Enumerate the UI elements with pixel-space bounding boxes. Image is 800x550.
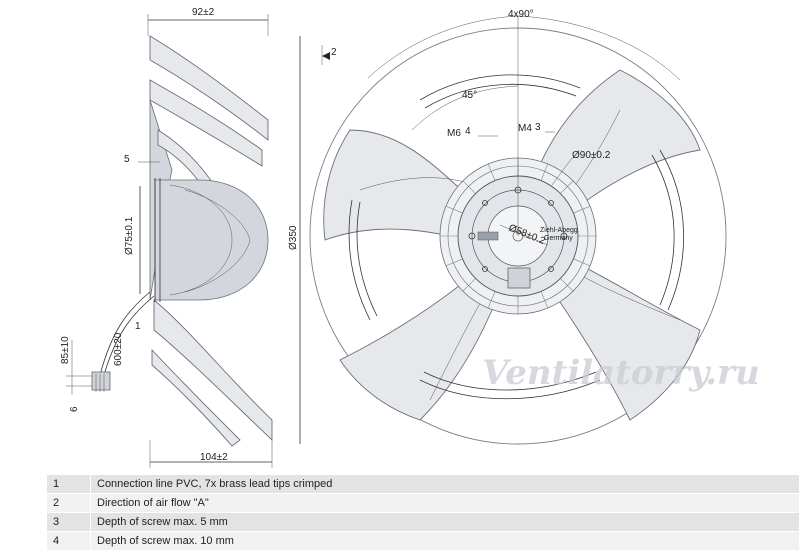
note-text: Direction of air flow "A" bbox=[90, 493, 799, 513]
note-number: 2 bbox=[47, 493, 91, 513]
callout-4: 4 bbox=[465, 126, 471, 137]
hub-rib bbox=[573, 205, 591, 214]
hub-rib bbox=[540, 163, 549, 181]
dim-offset-5: 5 bbox=[124, 154, 130, 165]
dim-width-top: 92±2 bbox=[192, 7, 215, 18]
dim-angle: 45° bbox=[462, 90, 477, 101]
callout-1: 1 bbox=[135, 321, 141, 332]
dim-offset-6: 6 bbox=[69, 406, 80, 412]
note-number: 1 bbox=[47, 474, 91, 494]
dim-bolt-circle-90: Ø90±0.2 bbox=[572, 150, 611, 161]
hub-rib bbox=[560, 278, 574, 292]
dim-cable-length: 600±20 bbox=[113, 332, 124, 366]
hub-rib bbox=[462, 180, 476, 194]
side-view: 92±2 5 Ø75±0.1 Ø350 600±20 1 bbox=[60, 7, 337, 468]
front-view: Ziehl-Abegg Germany Ø58±0.2 Ø90±0.2 4x90… bbox=[309, 9, 760, 445]
watermark: Ventilatorry.ru bbox=[482, 353, 760, 393]
dim-blade-spacing: 4x90° bbox=[508, 9, 534, 20]
notes-table: 1 Connection line PVC, 7x brass lead tip… bbox=[47, 474, 799, 550]
dim-thread-m6: M6 bbox=[447, 128, 461, 139]
hub-label-line2: Germany bbox=[544, 235, 573, 242]
callout-2: 2 bbox=[331, 47, 337, 58]
dim-cable-end: 85±10 bbox=[60, 336, 71, 364]
technical-drawing: 92±2 5 Ø75±0.1 Ø350 600±20 1 bbox=[60, 7, 760, 468]
hub-rib bbox=[462, 278, 476, 292]
hub-rib bbox=[540, 291, 549, 309]
callout-3: 3 bbox=[535, 122, 541, 133]
note-text: Depth of screw max. 5 mm bbox=[90, 512, 799, 532]
hub-rib bbox=[487, 291, 496, 309]
note-text: Depth of screw max. 10 mm bbox=[90, 531, 799, 550]
note-number: 4 bbox=[47, 531, 91, 550]
dim-thread-m4: M4 bbox=[518, 123, 532, 134]
note-row: 1 Connection line PVC, 7x brass lead tip… bbox=[47, 474, 799, 494]
hub-rib bbox=[445, 258, 463, 267]
dim-width-bottom: 104±2 bbox=[200, 452, 228, 463]
note-row: 2 Direction of air flow "A" bbox=[47, 493, 799, 513]
hub-rib bbox=[487, 163, 496, 181]
note-row: 3 Depth of screw max. 5 mm bbox=[47, 512, 799, 532]
hub-rib bbox=[560, 180, 574, 194]
dim-shaft-diameter: Ø75±0.1 bbox=[124, 216, 135, 255]
hub-scallops bbox=[440, 158, 596, 314]
dim-overall-diameter: Ø350 bbox=[288, 225, 299, 250]
note-number: 3 bbox=[47, 512, 91, 532]
hub-rib bbox=[445, 205, 463, 214]
hub-rib bbox=[573, 258, 591, 267]
hub-label-line1: Ziehl-Abegg bbox=[540, 227, 578, 234]
note-text: Connection line PVC, 7x brass lead tips … bbox=[90, 474, 799, 494]
note-row: 4 Depth of screw max. 10 mm bbox=[47, 531, 799, 550]
